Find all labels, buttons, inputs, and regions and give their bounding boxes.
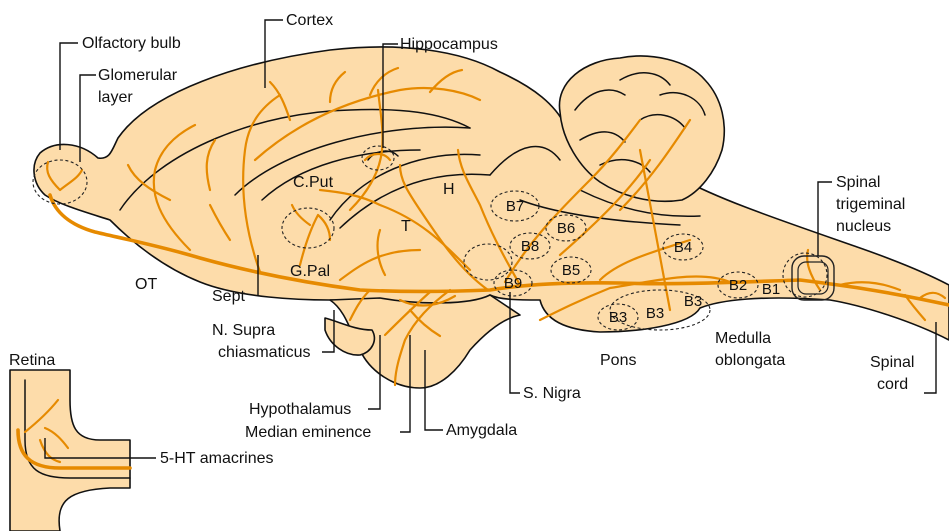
label-h: H <box>443 181 455 198</box>
label-spinal-cord-line1: Spinal <box>870 354 914 371</box>
label-c-put: C.Put <box>293 174 334 191</box>
label-t: T <box>401 218 411 235</box>
label-pons: Pons <box>600 352 636 369</box>
label-amygdala: Amygdala <box>446 422 517 439</box>
label-median-eminence: Median eminence <box>245 424 371 441</box>
retina-inset <box>10 370 130 531</box>
svg-text:B3: B3 <box>609 309 627 326</box>
label-retina: Retina <box>9 352 55 369</box>
label-ot: OT <box>135 276 157 293</box>
svg-text:B4: B4 <box>674 239 692 256</box>
label-hypothalamus: Hypothalamus <box>249 401 351 418</box>
label-spinal-trigeminal-line3: nucleus <box>836 218 891 235</box>
nucleus-b1: B1 <box>762 281 780 298</box>
brain-sagittal-section <box>34 47 949 388</box>
label-medulla-line1: Medulla <box>715 330 771 347</box>
label-s-nigra: S. Nigra <box>523 385 581 402</box>
label-5ht-amacrines: 5-HT amacrines <box>160 450 274 467</box>
label-n-supra-line1: N. Supra <box>212 322 275 339</box>
label-medulla-line2: oblongata <box>715 352 785 369</box>
nucleus-b3-b: B3 <box>646 305 664 322</box>
label-cortex: Cortex <box>286 12 333 29</box>
label-sept: Sept <box>212 288 245 305</box>
label-g-pal: G.Pal <box>290 263 330 280</box>
svg-text:B5: B5 <box>562 262 580 279</box>
svg-text:B7: B7 <box>506 198 524 215</box>
label-glomerular-layer-line2: layer <box>98 89 133 106</box>
label-n-supra-line2: chiasmaticus <box>218 344 310 361</box>
label-olfactory-bulb: Olfactory bulb <box>82 35 181 52</box>
label-spinal-cord-line2: cord <box>877 376 908 393</box>
svg-text:B2: B2 <box>729 277 747 294</box>
label-spinal-trigeminal-line1: Spinal <box>836 174 880 191</box>
svg-text:B8: B8 <box>521 238 539 255</box>
label-spinal-trigeminal-line2: trigeminal <box>836 196 905 213</box>
label-hippocampus: Hippocampus <box>400 36 498 53</box>
svg-text:B6: B6 <box>557 220 575 237</box>
nucleus-b3-c: B3 <box>684 293 702 310</box>
label-glomerular-layer-line1: Glomerular <box>98 67 178 84</box>
svg-text:B9: B9 <box>504 275 522 292</box>
